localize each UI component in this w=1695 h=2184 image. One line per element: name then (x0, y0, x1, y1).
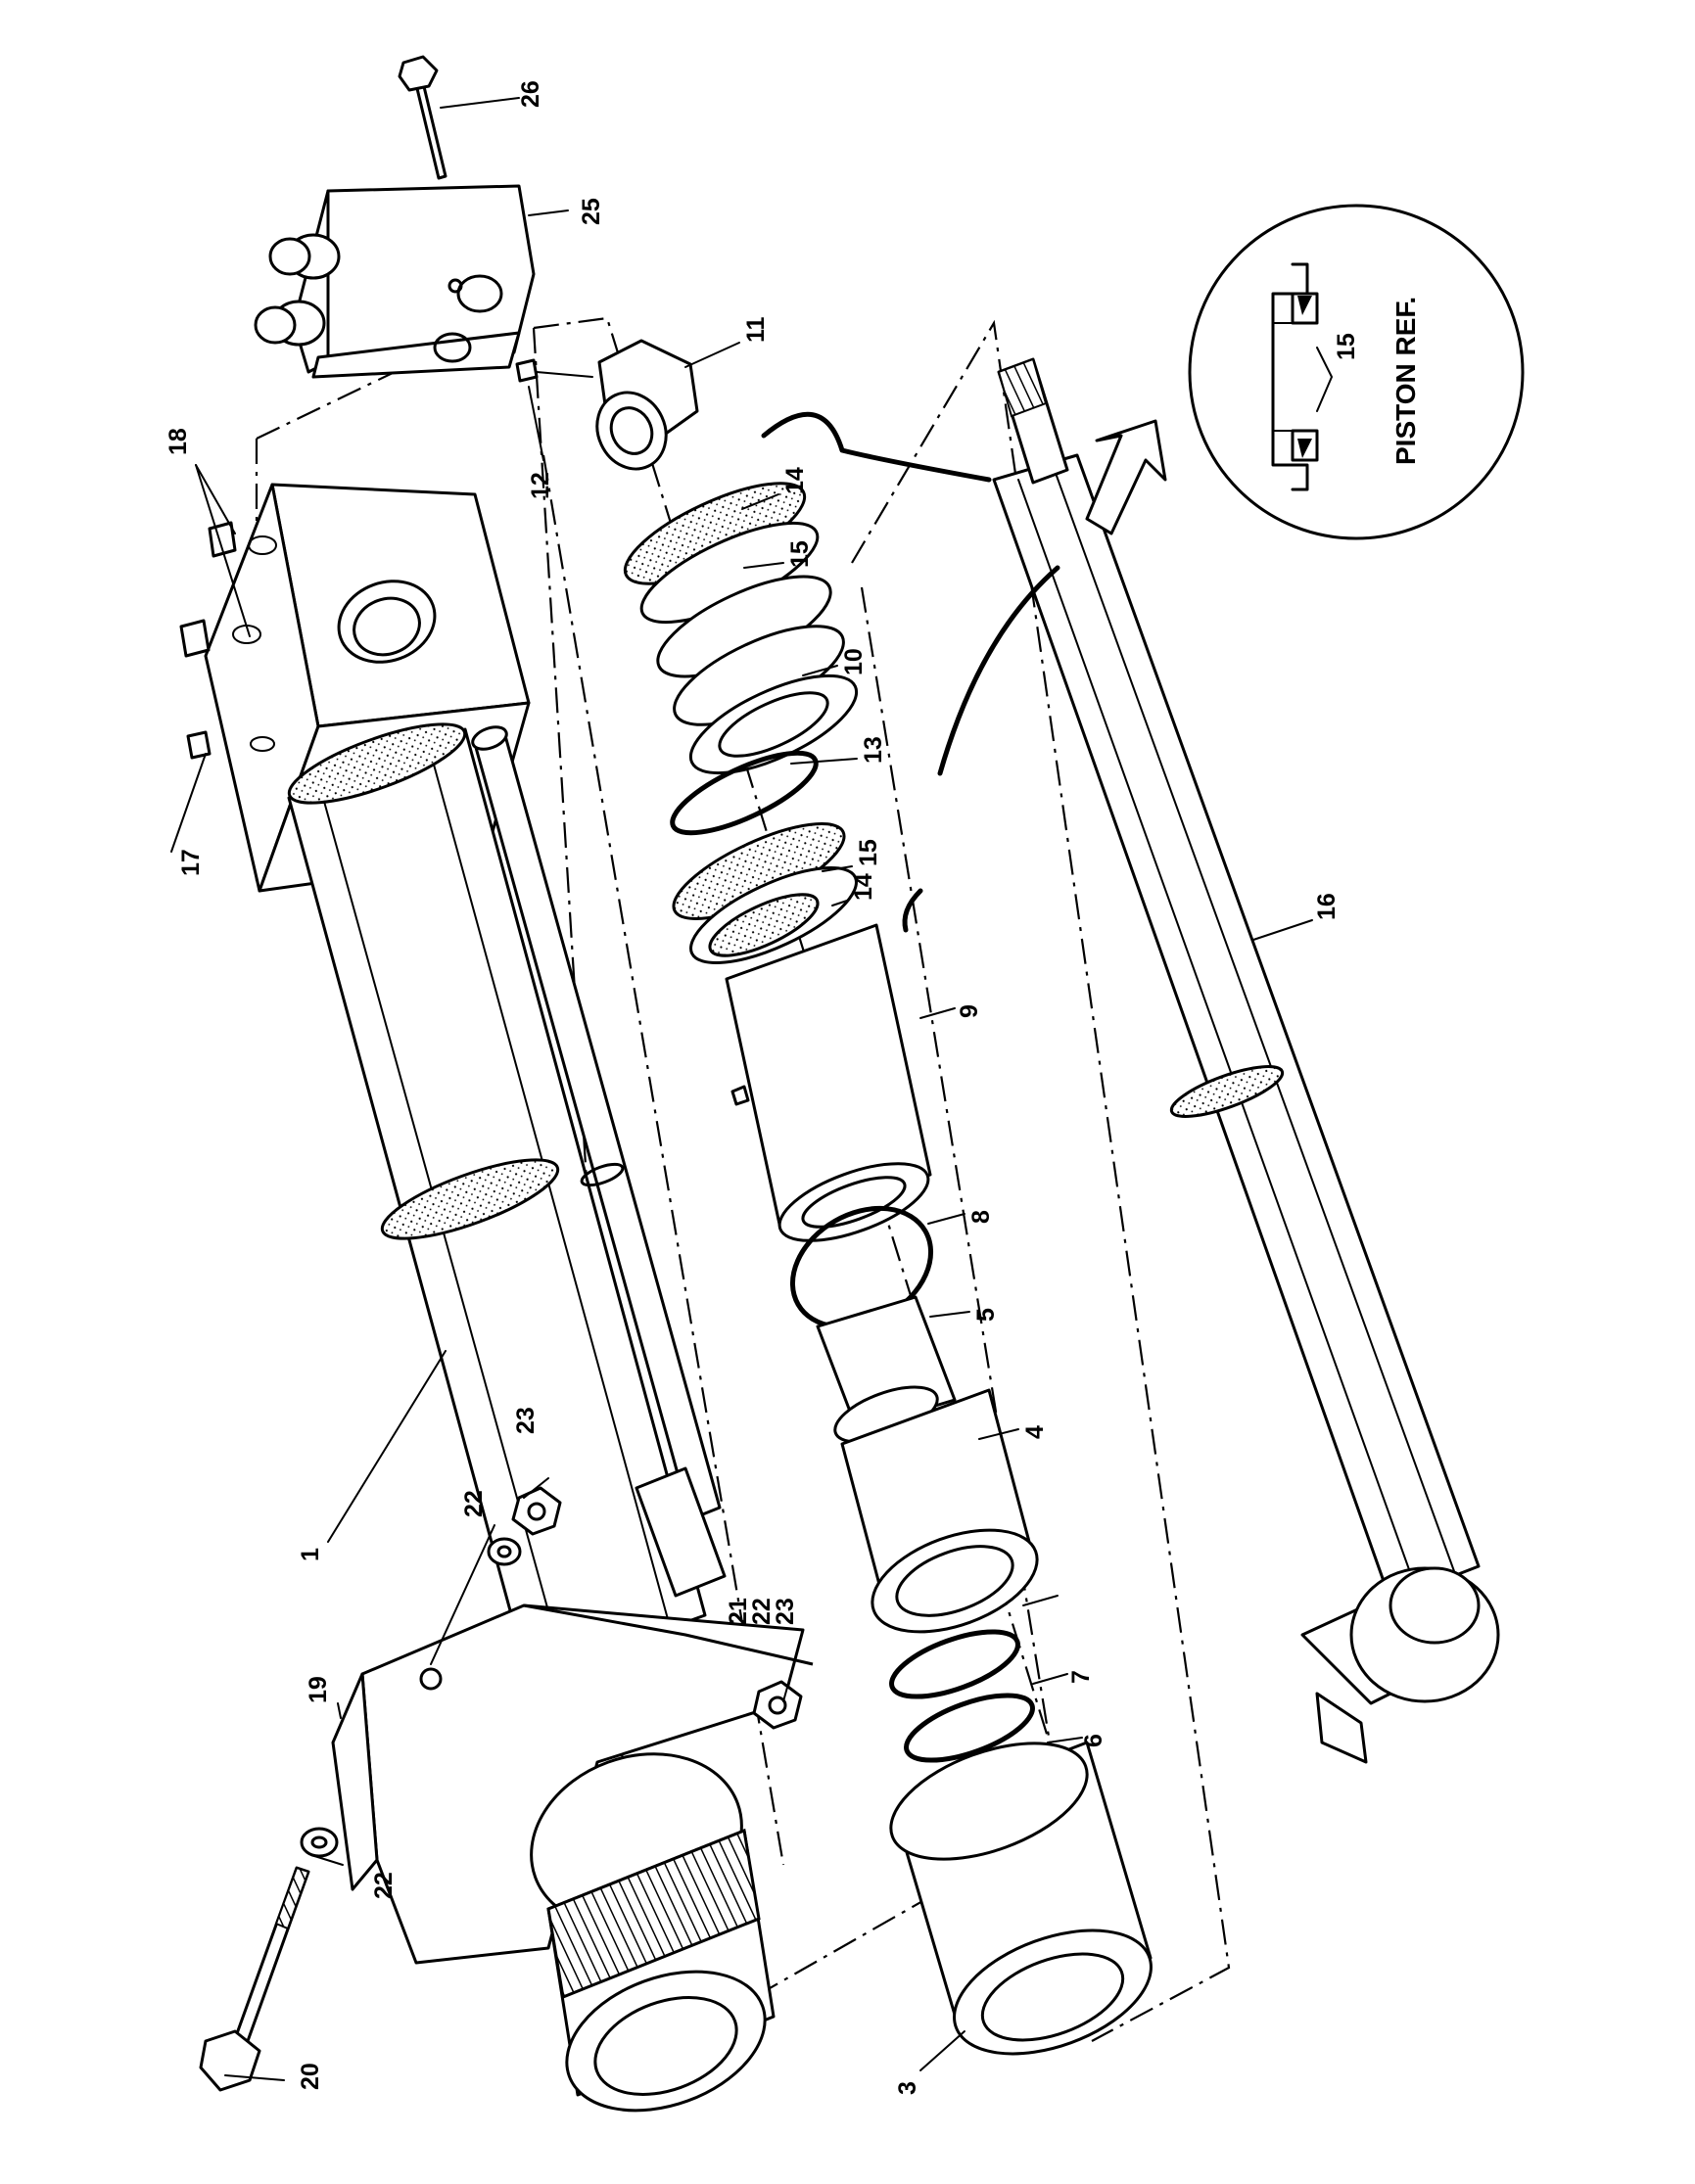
callout-1: 1 (297, 1548, 324, 1561)
callout-7: 7 (1067, 1670, 1095, 1684)
clamp-bolt (199, 1827, 339, 2092)
callout-5: 5 (972, 1308, 1000, 1322)
valve-block (254, 184, 536, 379)
callout-18: 18 (165, 428, 192, 455)
callout-10: 10 (840, 648, 868, 675)
callout-4: 4 (1021, 1425, 1049, 1439)
callout-14-upper: 14 (781, 467, 809, 494)
fasteners (487, 1486, 803, 1730)
piston-ref-inset (1188, 204, 1525, 540)
callout-12: 12 (527, 472, 554, 499)
reference-arrow (1085, 419, 1167, 535)
callout-6: 6 (1080, 1734, 1107, 1747)
callout-22-clamp: 22 (748, 1598, 776, 1625)
callout-14-lower: 14 (850, 873, 877, 901)
callout-22-bolt: 22 (370, 1872, 398, 1899)
callout-23-clamp: 23 (772, 1598, 799, 1625)
cylinder-barrel (204, 483, 727, 1681)
callout-15-upper: 15 (786, 540, 814, 568)
callout-20: 20 (297, 2063, 324, 2090)
leader-lines (170, 97, 1313, 2081)
callout-11: 11 (742, 316, 770, 343)
valve-bolt (398, 55, 447, 180)
callout-13: 13 (860, 736, 887, 764)
callouts: 1 3 4 5 6 7 8 9 10 11 12 13 14 14 15 15 … (165, 80, 1341, 2095)
rod-end-clamp (331, 1603, 814, 2113)
callout-3: 3 (894, 2081, 921, 2095)
inset-callout-15: 15 (1333, 333, 1360, 360)
callout-16: 16 (1313, 893, 1341, 920)
callout-9: 9 (956, 1004, 983, 1018)
exploded-components (515, 339, 1153, 2056)
callout-19: 19 (305, 1676, 332, 1703)
callout-25: 25 (578, 198, 605, 225)
callout-22-barrel: 22 (460, 1490, 488, 1517)
inset-title: PISTON REF. (1390, 297, 1421, 465)
callout-26: 26 (517, 80, 544, 108)
callout-15-lower: 15 (855, 839, 882, 866)
callout-21: 21 (725, 1598, 752, 1625)
callout-23-barrel: 23 (512, 1407, 540, 1434)
piston-rod (992, 357, 1500, 1764)
callout-17: 17 (177, 849, 205, 876)
callout-8: 8 (967, 1210, 995, 1224)
ref-curves (761, 411, 1060, 933)
